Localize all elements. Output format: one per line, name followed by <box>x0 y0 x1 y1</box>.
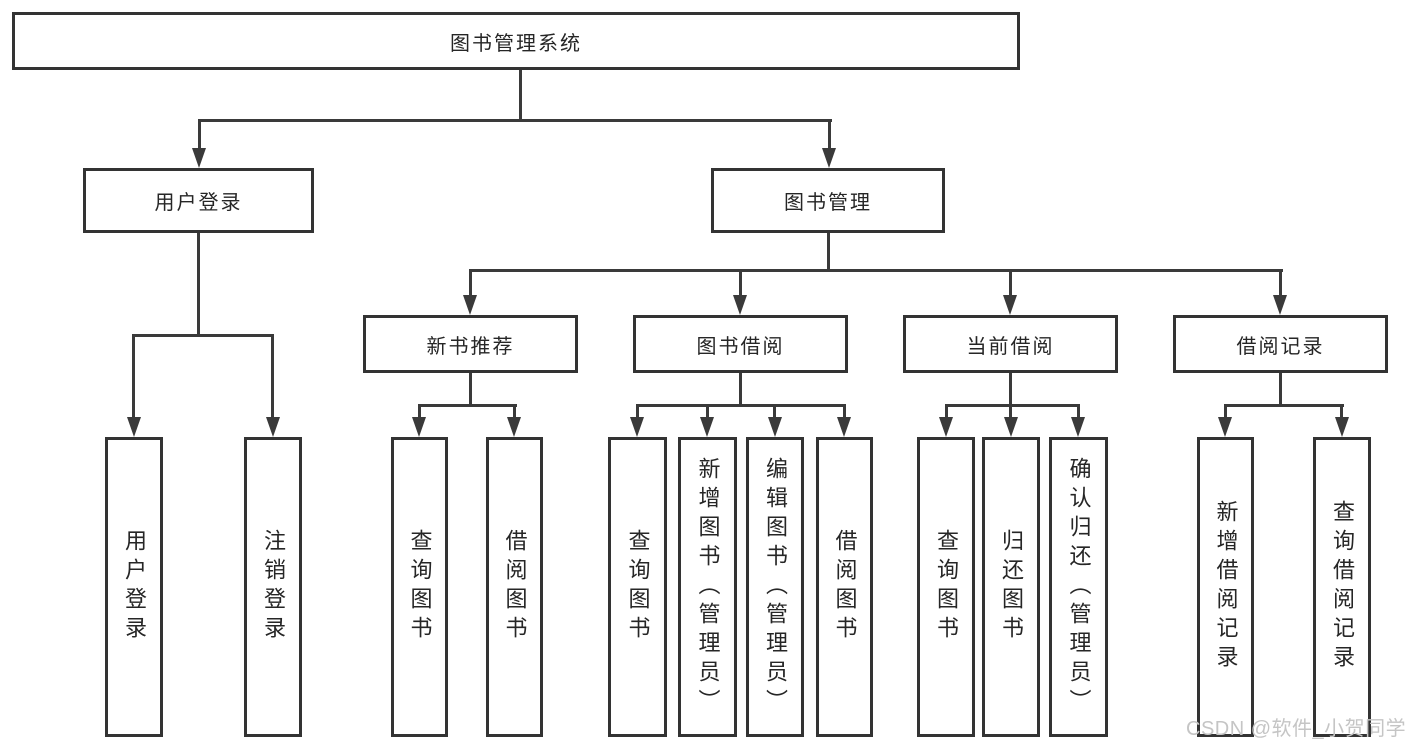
connector-book-mgmt-stub <box>828 119 831 150</box>
connector-leaf-stub <box>418 404 421 419</box>
connector-book-borrow-vline <box>739 373 742 407</box>
arrow-down-icon <box>700 417 714 437</box>
connector-borrow-records-hline <box>1224 404 1344 407</box>
leaf-query-borrow-record: 查询借阅记录 <box>1313 437 1371 737</box>
arrow-down-icon <box>822 148 836 168</box>
leaf-edit-books-admin: 编辑图书（管理员） <box>746 437 804 737</box>
node-new-book-recommend: 新书推荐 <box>363 315 578 373</box>
csdn-watermark: CSDN @软件_小贺同学 <box>1186 718 1405 740</box>
connector-new-book-vline <box>469 373 472 407</box>
connector-l3-stub <box>739 269 742 297</box>
connector-book-mgmt-vline <box>827 233 830 272</box>
node-borrow-records: 借阅记录 <box>1173 315 1388 373</box>
arrow-down-icon <box>266 417 280 437</box>
connector-current-borrow-hline <box>945 404 1080 407</box>
connector-user-login-stub <box>198 119 201 150</box>
arrow-down-icon <box>939 417 953 437</box>
connector-user-login-hline <box>132 334 274 337</box>
arrow-down-icon <box>463 295 477 315</box>
leaf-query-books-recommend: 查询图书 <box>391 437 448 737</box>
connector-new-book-hline <box>418 404 517 407</box>
connector-current-borrow-vline <box>1009 373 1012 407</box>
connector-leaf-stub <box>945 404 948 419</box>
connector-leaf-stub <box>1009 404 1012 419</box>
arrow-down-icon <box>1273 295 1287 315</box>
leaf-borrow-books: 借阅图书 <box>816 437 873 737</box>
connector-borrow-records-vline <box>1279 373 1282 407</box>
arrow-down-icon <box>733 295 747 315</box>
arrow-down-icon <box>1004 417 1018 437</box>
node-book-borrow: 图书借阅 <box>633 315 848 373</box>
leaf-query-books-borrow: 查询图书 <box>608 437 667 737</box>
arrow-down-icon <box>127 417 141 437</box>
connector-root-hline <box>198 119 832 122</box>
connector-leaf-stub <box>773 404 776 419</box>
arrow-down-icon <box>1071 417 1085 437</box>
connector-leaf-stub <box>1340 404 1343 419</box>
connector-l3-stub <box>1009 269 1012 297</box>
arrow-down-icon <box>507 417 521 437</box>
leaf-add-borrow-record: 新增借阅记录 <box>1197 437 1254 737</box>
arrow-down-icon <box>1003 295 1017 315</box>
connector-leaf-stub <box>513 404 516 419</box>
connector-leaf-stub <box>1224 404 1227 419</box>
arrow-down-icon <box>768 417 782 437</box>
leaf-logout: 注销登录 <box>244 437 302 737</box>
node-user-login: 用户登录 <box>83 168 314 233</box>
connector-leaf-stub <box>843 404 846 419</box>
connector-leaf-stub <box>271 334 274 419</box>
arrow-down-icon <box>1218 417 1232 437</box>
arrow-down-icon <box>1335 417 1349 437</box>
leaf-user-login: 用户登录 <box>105 437 163 737</box>
arrow-down-icon <box>837 417 851 437</box>
arrow-down-icon <box>192 148 206 168</box>
node-root-library-system: 图书管理系统 <box>12 12 1020 70</box>
connector-leaf-stub <box>1077 404 1080 419</box>
connector-book-borrow-hline <box>636 404 846 407</box>
arrow-down-icon <box>412 417 426 437</box>
leaf-confirm-return-admin: 确认归还（管理员） <box>1049 437 1108 737</box>
connector-leaf-stub <box>636 404 639 419</box>
node-current-borrow: 当前借阅 <box>903 315 1118 373</box>
arrow-down-icon <box>630 417 644 437</box>
connector-book-mgmt-hline <box>469 269 1283 272</box>
connector-l3-stub <box>1279 269 1282 297</box>
leaf-borrow-books-recommend: 借阅图书 <box>486 437 543 737</box>
connector-leaf-stub <box>706 404 709 419</box>
leaf-add-books-admin: 新增图书（管理员） <box>678 437 737 737</box>
node-book-management: 图书管理 <box>711 168 945 233</box>
connector-l3-stub <box>469 269 472 297</box>
connector-root-vline <box>519 70 522 122</box>
leaf-query-books-current: 查询图书 <box>917 437 975 737</box>
connector-user-login-vline <box>197 233 200 337</box>
connector-leaf-stub <box>132 334 135 419</box>
leaf-return-books: 归还图书 <box>982 437 1040 737</box>
